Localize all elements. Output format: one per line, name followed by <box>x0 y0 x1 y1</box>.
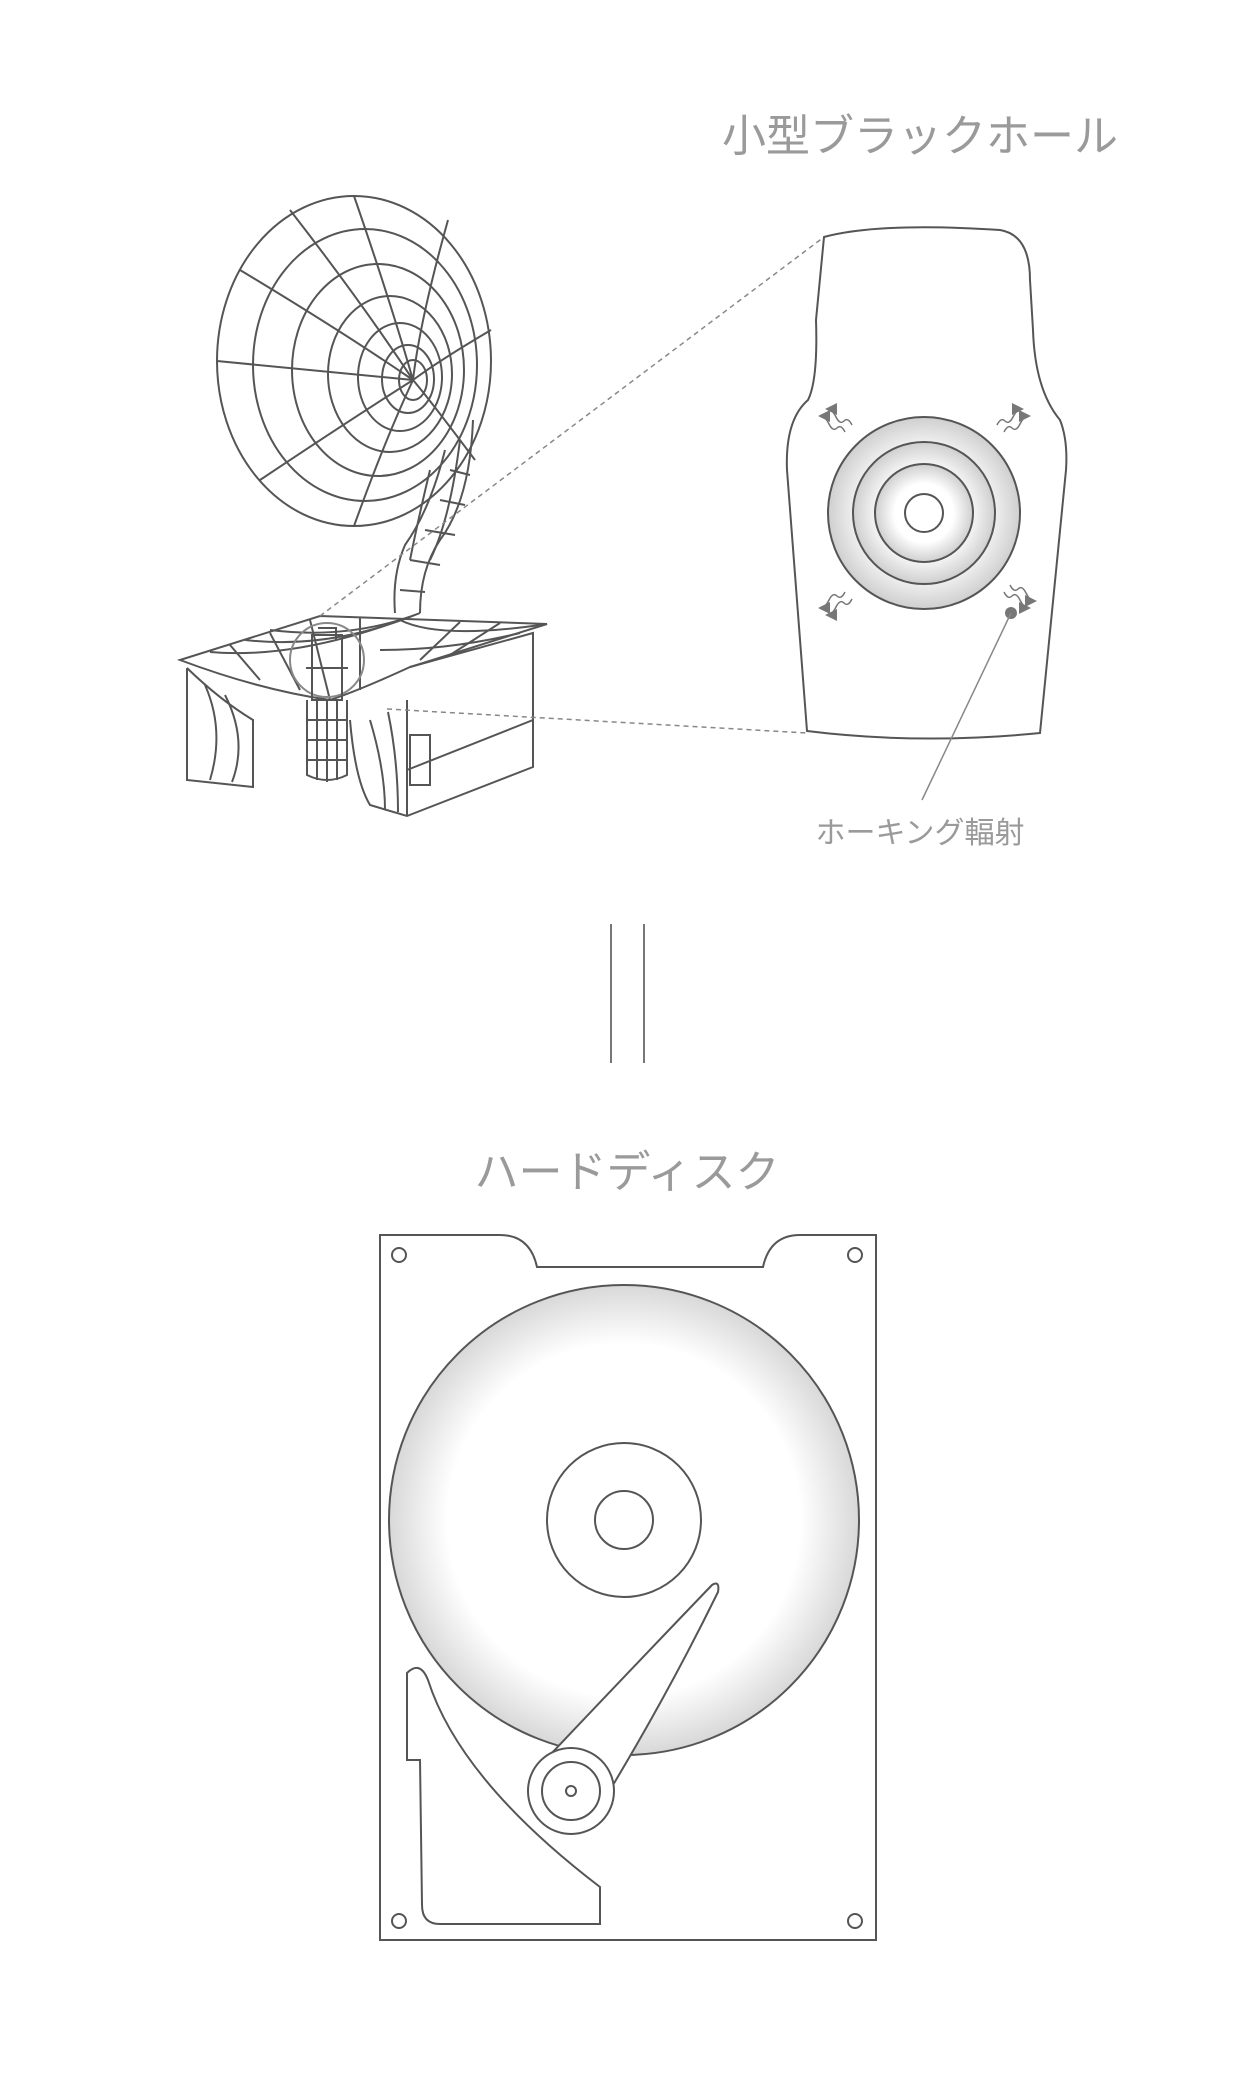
cabinet <box>186 631 534 818</box>
black-hole <box>827 416 1021 610</box>
hawking-radiation-arrows <box>818 403 1037 621</box>
light-bulb <box>289 622 365 782</box>
horn-neck <box>393 419 474 614</box>
black-hole-title: 小型ブラックホール <box>722 111 1118 162</box>
hard-disk-title: ハードディスク <box>474 1147 780 1198</box>
hawking-radiation-label: ホーキング輻射 <box>815 816 1025 851</box>
spindle-center <box>594 1490 654 1550</box>
hawking-pointer <box>921 607 1017 801</box>
actuator-bracket <box>406 1666 601 1925</box>
screw <box>847 1913 863 1929</box>
actuator-arm <box>548 1582 720 1793</box>
screw <box>391 1913 407 1929</box>
zoom-lines <box>319 236 825 734</box>
equivalence-symbol <box>610 924 645 1063</box>
screw <box>847 1247 863 1263</box>
horn <box>216 195 492 527</box>
gramophone-illustration <box>176 195 548 818</box>
hard-disk-illustration <box>379 1234 877 1941</box>
black-hole-container <box>785 226 1068 740</box>
screw <box>391 1247 407 1263</box>
hdd-case <box>379 1234 877 1941</box>
